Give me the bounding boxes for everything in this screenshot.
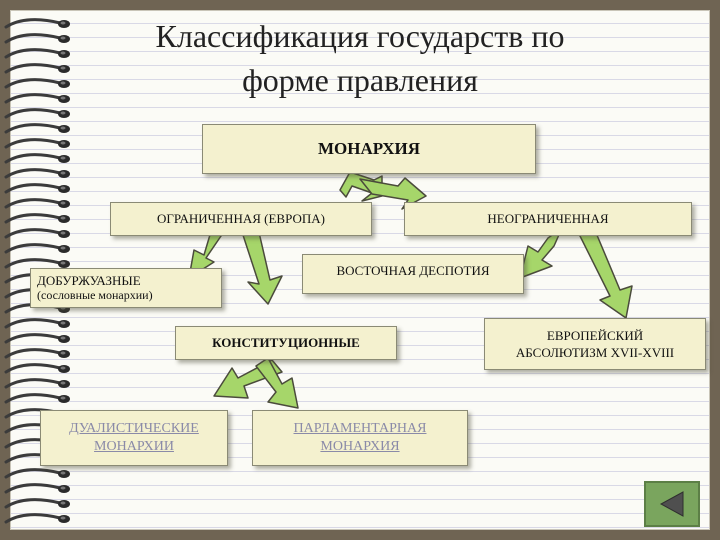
- spiral-ring: [0, 16, 70, 30]
- box-constitutional: КОНСТИТУЦИОННЫЕ: [175, 326, 397, 360]
- title-line-2: форме правления: [242, 62, 478, 98]
- box-monarchy: МОНАРХИЯ: [202, 124, 536, 174]
- box-limited: ОГРАНИЧЕННАЯ (ЕВРОПА): [110, 202, 372, 236]
- spiral-ring: [0, 166, 70, 180]
- spiral-ring: [0, 31, 70, 45]
- spiral-ring: [0, 361, 70, 375]
- slide-title: Классификация государств по форме правле…: [130, 14, 590, 102]
- spiral-ring: [0, 391, 70, 405]
- title-line-1: Классификация государств по: [155, 18, 565, 54]
- spiral-ring: [0, 211, 70, 225]
- spiral-ring: [0, 181, 70, 195]
- box-unlimited-label: НЕОГРАНИЧЕННАЯ: [487, 211, 609, 226]
- spiral-ring: [0, 466, 70, 480]
- box-european-absolutism: ЕВРОПЕЙСКИЙ АБСОЛЮТИЗМ XVII-XVIII: [484, 318, 706, 370]
- spiral-ring: [0, 76, 70, 90]
- box-constitutional-label: КОНСТИТУЦИОННЫЕ: [212, 335, 360, 350]
- spiral-ring: [0, 331, 70, 345]
- spiral-ring: [0, 121, 70, 135]
- spiral-ring: [0, 316, 70, 330]
- box-prebourgeois: ДОБУРЖУАЗНЫЕ (сословные монархии): [30, 268, 222, 308]
- box-dualistic-line1: ДУАЛИСТИЧЕСКИЕ: [69, 421, 199, 436]
- box-eastern: ВОСТОЧНАЯ ДЕСПОТИЯ: [302, 254, 524, 294]
- spiral-ring: [0, 346, 70, 360]
- box-european-line2: АБСОЛЮТИЗМ XVII-XVIII: [515, 345, 675, 360]
- spiral-ring: [0, 196, 70, 210]
- box-parliamentary-line2: МОНАРХИЯ: [320, 439, 400, 454]
- box-prebourgeois-line1: ДОБУРЖУАЗНЫЕ: [37, 273, 141, 288]
- spiral-ring: [0, 91, 70, 105]
- box-dualistic: ДУАЛИСТИЧЕСКИЕ МОНАРХИИ: [40, 410, 228, 466]
- back-triangle-icon: [659, 491, 684, 517]
- box-prebourgeois-line2: (сословные монархии): [37, 288, 153, 302]
- box-unlimited: НЕОГРАНИЧЕННАЯ: [404, 202, 692, 236]
- box-monarchy-label: МОНАРХИЯ: [317, 139, 421, 158]
- box-parliamentary: ПАРЛАМЕНТАРНАЯ МОНАРХИЯ: [252, 410, 468, 466]
- spiral-ring: [0, 136, 70, 150]
- spiral-ring: [0, 151, 70, 165]
- box-eastern-label: ВОСТОЧНАЯ ДЕСПОТИЯ: [336, 263, 490, 278]
- back-button[interactable]: [644, 481, 700, 527]
- box-dualistic-line2: МОНАРХИИ: [94, 439, 174, 454]
- spiral-ring: [0, 481, 70, 495]
- spiral-ring: [0, 511, 70, 525]
- box-limited-label: ОГРАНИЧЕННАЯ (ЕВРОПА): [157, 211, 325, 226]
- spiral-ring: [0, 241, 70, 255]
- box-european-line1: ЕВРОПЕЙСКИЙ: [546, 328, 644, 343]
- spiral-ring: [0, 496, 70, 510]
- spiral-ring: [0, 46, 70, 60]
- spiral-ring: [0, 226, 70, 240]
- box-parliamentary-line1: ПАРЛАМЕНТАРНАЯ: [293, 421, 427, 436]
- spiral-ring: [0, 106, 70, 120]
- spiral-ring: [0, 61, 70, 75]
- spiral-ring: [0, 256, 70, 270]
- spiral-ring: [0, 376, 70, 390]
